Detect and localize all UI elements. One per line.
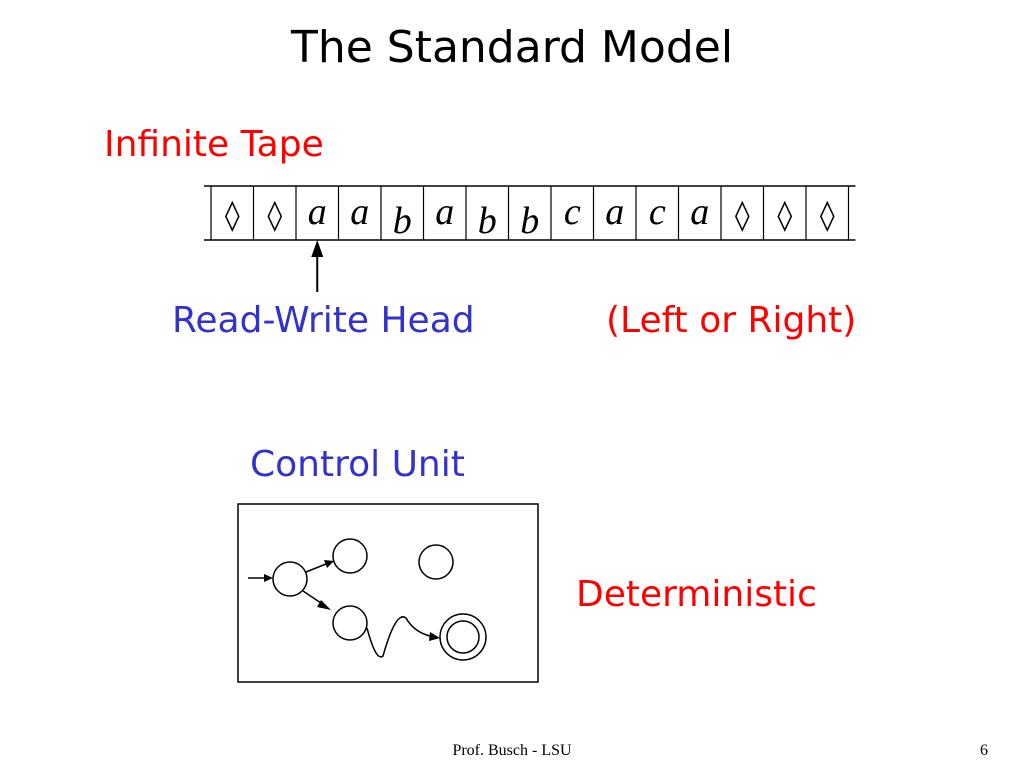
deterministic-label: Deterministic [576,574,817,615]
slide-title: The Standard Model [290,22,734,73]
tape-cell-symbol: a [605,191,624,233]
state-accept-outer [439,613,487,661]
state-lower [332,605,368,641]
read-write-head-arrow [311,240,324,292]
tape-cell-symbol: a [308,191,327,233]
tape-cell-blank: ◊ [777,198,792,233]
transition-squiggle [366,616,431,658]
transition-to-upper [305,563,327,573]
head-arrow-tip [311,240,324,257]
control-unit-box [237,503,539,683]
tape-cell-symbol: a [350,191,369,233]
tape-cell-blank: ◊ [267,198,282,233]
state-initial [272,561,308,597]
head-direction-label: (Left or Right) [606,300,857,341]
transition-squiggle-tip [429,632,440,641]
read-write-head-label: Read-Write Head [172,300,475,341]
tape-cell-blank: ◊ [820,198,835,233]
tape-cell-symbol: c [564,191,581,233]
tape-cell-symbol: b [393,200,412,242]
tape-cell-symbol: c [649,191,666,233]
transition-to-lower-tip [317,600,331,610]
transition-to-upper-tip [324,560,334,568]
slide-footer: Prof. Busch - LSU [452,742,572,759]
state-isolated [418,544,454,580]
page-number: 6 [980,742,988,759]
control-unit-label: Control Unit [250,444,465,485]
state-upper [332,538,368,574]
control-unit [237,503,539,683]
tape-cell-symbol: a [690,191,709,233]
tape-cell-symbol: a [435,191,454,233]
state-accept-inner [446,620,480,654]
tape-cell-blank: ◊ [735,198,750,233]
tape-cell-symbol: b [520,200,539,242]
tape-cell-symbol: b [478,200,497,242]
start-arrow-tip [264,574,273,582]
tape-cell-blank: ◊ [225,198,240,233]
tape-label: Infinite Tape [104,124,324,165]
